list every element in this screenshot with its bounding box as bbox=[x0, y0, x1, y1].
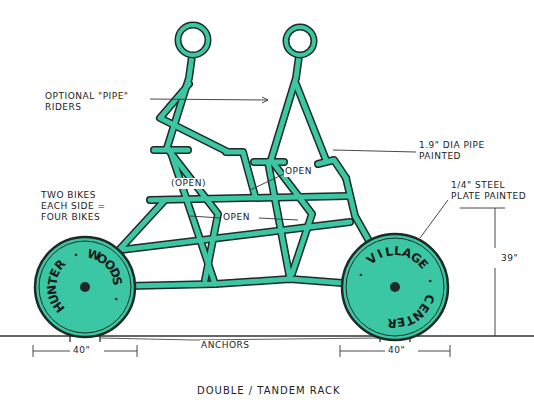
note-label: 39" bbox=[500, 253, 519, 264]
note-label: (OPEN) bbox=[170, 178, 207, 189]
note-label: ANCHORS bbox=[200, 340, 251, 351]
note-label: 40" bbox=[72, 345, 91, 356]
note-label: OPEN bbox=[222, 212, 251, 223]
caption: DOUBLE / TANDEM RACK bbox=[196, 385, 342, 396]
note-label: TWO BIKES EACH SIDE = FOUR BIKES bbox=[40, 190, 124, 223]
note-label: OPTIONAL "PIPE" RIDERS bbox=[44, 91, 150, 113]
wheel-plate: · VILLAGE · CENTER bbox=[340, 232, 450, 342]
note-label: 1/4" STEEL PLATE PAINTED bbox=[450, 180, 530, 202]
note-label: 1.9" DIA PIPE PAINTED bbox=[418, 140, 486, 162]
wheel-lettering: HUNTER · WOODS · bbox=[33, 235, 137, 339]
wheel-plate: HUNTER · WOODS · bbox=[33, 235, 137, 339]
note-label: OPEN bbox=[284, 166, 313, 177]
note-label: 40" bbox=[387, 345, 406, 356]
wheel-lettering: · VILLAGE · CENTER bbox=[340, 232, 450, 342]
